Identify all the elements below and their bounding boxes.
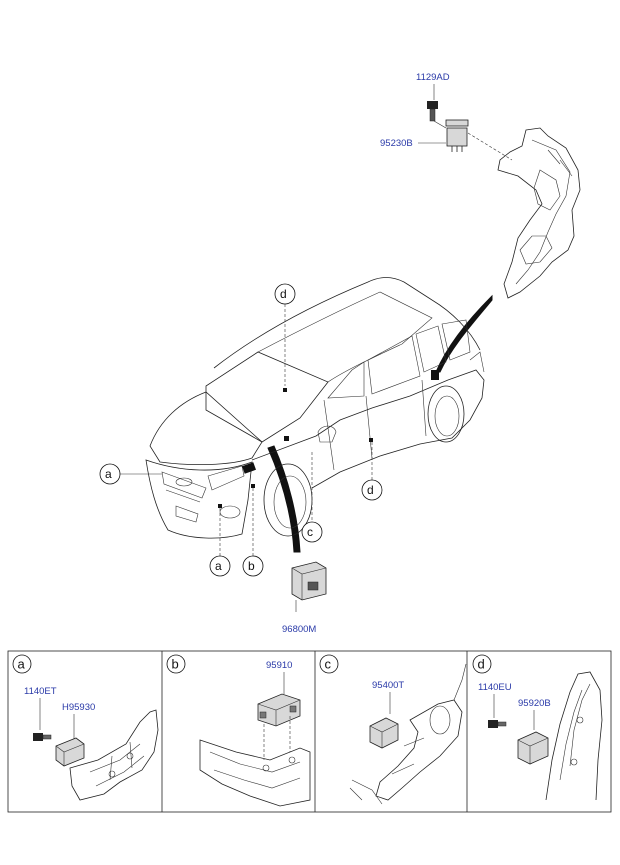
sensor-panel-a-icon (55, 737, 85, 767)
callout-a-left: a (99, 463, 121, 485)
bolt-top-label: 1129AD (416, 72, 450, 83)
callout-b-bottom: b (242, 555, 264, 577)
svg-text:b: b (248, 559, 255, 573)
svg-text:d: d (367, 483, 374, 497)
panel-d-label-1: 1140EU (478, 682, 512, 693)
panel-a-label-2: H95930 (62, 702, 95, 713)
svg-text:a: a (215, 559, 222, 573)
top-right-assembly: 1129AD 95230B (380, 72, 581, 299)
panel-d-label-2: 95920B (518, 698, 551, 709)
panel-a: a 1140ET H95930 (12, 654, 159, 801)
svg-text:c: c (325, 657, 332, 672)
bolt-panel-a-icon (33, 733, 52, 741)
detail-panels: a 1140ET H95930 b 9591 (7, 650, 612, 813)
bolt-icon (427, 101, 438, 122)
main-callouts: a a b c d d (99, 283, 383, 577)
panel-a-letter: a (12, 654, 32, 674)
callout-a-bottom: a (209, 555, 231, 577)
panel-b-label-1: 95910 (266, 660, 292, 671)
steering-sensor-icon (369, 717, 399, 749)
sensor-panel-d-icon (517, 731, 549, 765)
panel-b: b 95910 (166, 654, 311, 807)
panel-d: d 1140EU 95920B (472, 654, 603, 801)
panel-c-label-1: 95400T (372, 680, 404, 691)
panel-d-letter: d (472, 654, 492, 674)
airbag-module-icon (257, 693, 301, 727)
svg-text:a: a (105, 467, 112, 481)
module-bottom-label: 96800M (282, 624, 316, 635)
panel-c: c 95400T (319, 654, 467, 805)
relay-icon (445, 119, 469, 152)
callout-c-bottom: c (301, 521, 323, 543)
module-96800m-icon: 96800M (282, 561, 327, 635)
panel-c-letter: c (319, 654, 339, 674)
svg-text:d: d (478, 657, 485, 672)
leader-sweep-rear (435, 294, 493, 373)
relay-top-label: 95230B (380, 138, 413, 149)
rear-body-panel-icon (497, 127, 581, 299)
svg-text:a: a (18, 657, 26, 672)
panel-b-letter: b (166, 654, 186, 674)
svg-text:c: c (307, 525, 313, 539)
svg-text:d: d (280, 287, 287, 301)
callout-d-right: d (361, 479, 383, 501)
svg-text:b: b (172, 657, 179, 672)
leader-sweep-front (267, 445, 301, 553)
callout-d-top: d (274, 283, 296, 305)
bolt-panel-d-icon (488, 720, 507, 728)
car-illustration (145, 277, 485, 539)
panel-a-label-1: 1140ET (24, 686, 57, 697)
